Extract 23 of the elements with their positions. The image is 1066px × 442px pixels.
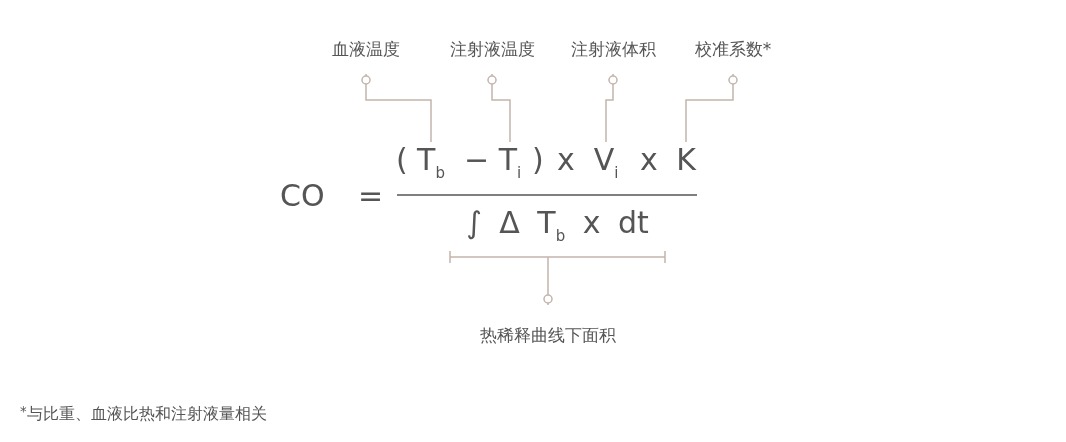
annotation-label: 血液温度 xyxy=(326,38,406,74)
formula-term: T$_{i}$ xyxy=(497,142,523,178)
formula-term: CO xyxy=(280,178,325,214)
formula-term: T$_{b}$ xyxy=(414,142,448,178)
minus-sign: − xyxy=(464,142,490,178)
leader-line xyxy=(487,73,511,143)
formula-term: V$_{i}$ xyxy=(591,142,621,178)
formula-term: ∫ Δ T$_{b}$ x dt xyxy=(450,205,665,251)
multiplication-sign: x xyxy=(640,142,658,178)
leader-line xyxy=(685,73,738,143)
annotation-label: 注射液体积 xyxy=(563,38,663,74)
annotation-label: 热稀释曲线下面积 xyxy=(466,305,630,347)
footnote: $^{*}$与比重、血液比热和注射液量相关 xyxy=(20,404,267,425)
annotation-label: 校准系数* xyxy=(688,38,778,74)
equals-sign: = xyxy=(358,178,384,214)
parenthesis: ) xyxy=(532,142,544,178)
parenthesis: ( xyxy=(396,142,408,178)
leader-line xyxy=(449,250,666,306)
leader-line xyxy=(361,73,432,143)
leader-line xyxy=(605,73,618,143)
multiplication-sign: x xyxy=(557,142,575,178)
annotation-label: 注射液温度 xyxy=(444,38,540,74)
formula-term: K xyxy=(673,142,699,178)
